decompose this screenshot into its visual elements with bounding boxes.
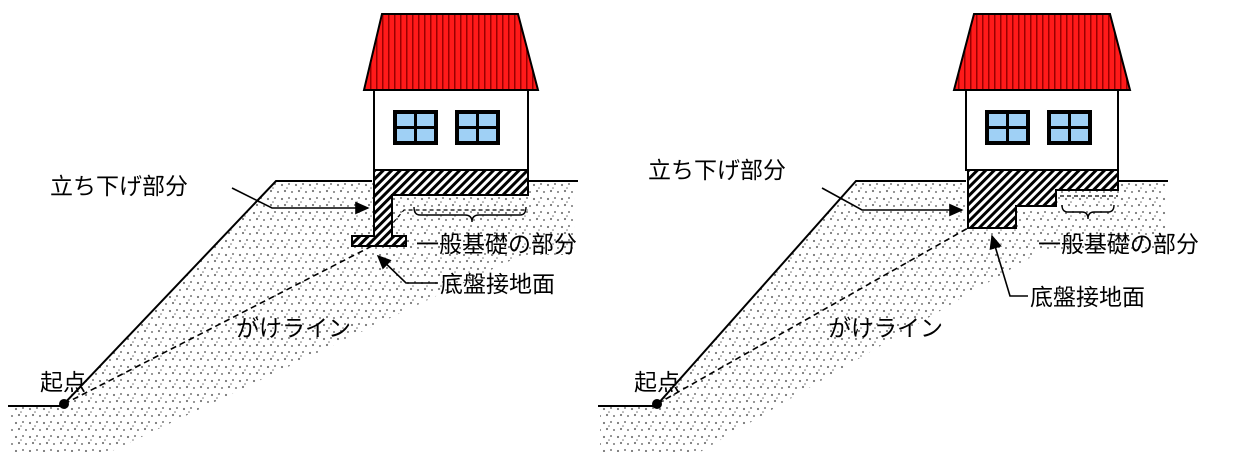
- right-label-tachisage: 立ち下げ部分: [648, 158, 786, 184]
- right-label-gake: がけライン: [828, 316, 943, 342]
- left-panel: 立ち下げ部分 一般基礎の部分 底盤接地面 がけライン 起点: [8, 13, 578, 452]
- left-label-tachisage: 立ち下げ部分: [50, 174, 188, 200]
- left-window-2: [455, 110, 500, 145]
- right-arrow-tachisage: [821, 187, 964, 217]
- left-label-teiban: 底盤接地面: [440, 272, 555, 298]
- left-house-roof: [362, 13, 540, 91]
- left-soil-slope: [10, 181, 575, 452]
- right-foundation: [967, 168, 1119, 229]
- right-window-1: [985, 110, 1030, 145]
- right-panel: 立ち下げ部分 一般基礎の部分 底盤接地面 がけライン 起点: [598, 13, 1199, 452]
- left-label-gake: がけライン: [236, 316, 351, 342]
- right-brace: [1061, 204, 1115, 220]
- right-soil-slope: [600, 181, 1166, 452]
- right-house-roof: [952, 13, 1132, 91]
- right-start-point: [652, 399, 662, 409]
- left-label-ippan: 一般基礎の部分: [416, 232, 577, 258]
- left-label-kiten: 起点: [40, 370, 86, 396]
- left-foundation: [351, 168, 529, 247]
- right-window-2: [1047, 110, 1092, 145]
- left-ground-line: [8, 180, 372, 407]
- right-arrow-teiban: [989, 234, 1028, 297]
- left-house-wall: [373, 89, 529, 171]
- right-label-ippan: 一般基礎の部分: [1038, 232, 1199, 258]
- left-arrow-teiban: [376, 254, 438, 284]
- left-start-point: [59, 399, 69, 409]
- left-general-foundation-outline: [391, 209, 528, 236]
- right-label-teiban: 底盤接地面: [1030, 285, 1145, 311]
- right-ground-line: [598, 180, 966, 407]
- left-cliff-line: [63, 244, 375, 405]
- left-window-1: [393, 110, 438, 145]
- left-brace: [413, 206, 527, 223]
- left-arrow-tachisage: [231, 187, 370, 215]
- right-label-kiten: 起点: [634, 370, 680, 396]
